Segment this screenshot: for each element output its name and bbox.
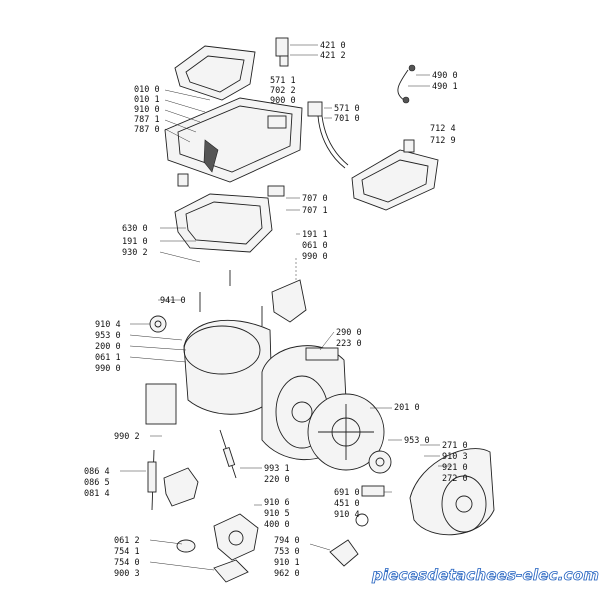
label-7124: 712 4 — [430, 124, 456, 134]
label-9104-lower: 910 4 — [334, 510, 360, 520]
label-7870: 787 0 — [134, 125, 160, 135]
label-2200: 220 0 — [264, 475, 290, 485]
label-6300: 630 0 — [122, 224, 148, 234]
filter-cap-part — [176, 539, 196, 553]
watermark-text: piecesdetachees-elec.com — [372, 566, 600, 585]
label-5711: 571 1 — [270, 76, 296, 86]
leader-lines — [120, 44, 452, 571]
label-9902: 990 2 — [114, 432, 140, 442]
label-9210: 921 0 — [442, 463, 468, 473]
heater-part — [361, 485, 385, 497]
label-0101: 010 1 — [134, 95, 160, 105]
front-panel-part — [145, 383, 177, 425]
label-4510: 451 0 — [334, 499, 360, 509]
label-7010: 701 0 — [334, 114, 360, 124]
label-2710: 271 0 — [442, 441, 468, 451]
label-9106: 910 6 — [264, 498, 290, 508]
lid-cover-part — [174, 45, 256, 101]
water-valve-part — [307, 101, 349, 169]
label-4901: 490 1 — [432, 82, 458, 92]
label-0610: 061 0 — [302, 241, 328, 251]
label-5710: 571 0 — [334, 104, 360, 114]
rear-bearing-plate-part — [307, 393, 385, 471]
shock-absorber-part — [147, 429, 237, 511]
drum-seal-part — [368, 450, 392, 474]
label-2000: 200 0 — [95, 342, 121, 352]
drain-valve-part — [329, 513, 369, 567]
label-2720: 272 0 — [442, 474, 468, 484]
hinge-part — [275, 37, 289, 67]
label-9931: 993 1 — [264, 464, 290, 474]
bracket-block-part — [305, 347, 339, 361]
label-4900: 490 0 — [432, 71, 458, 81]
label-4212: 421 2 — [320, 51, 346, 61]
label-7071: 707 1 — [302, 206, 328, 216]
label-7940: 794 0 — [274, 536, 300, 546]
label-4000: 400 0 — [264, 520, 290, 530]
label-0612: 061 2 — [114, 536, 140, 546]
door-seal-frame-part — [174, 193, 273, 253]
label-9410: 941 0 — [160, 296, 186, 306]
label-2900: 290 0 — [336, 328, 362, 338]
label-2010: 201 0 — [394, 403, 420, 413]
label-6910: 691 0 — [334, 488, 360, 498]
label-9620: 962 0 — [274, 569, 300, 579]
label-9530-right: 953 0 — [404, 436, 430, 446]
drain-pump-part — [213, 513, 259, 561]
label-9000: 900 0 — [270, 96, 296, 106]
label-0611: 061 1 — [95, 353, 121, 363]
side-panel-part — [409, 448, 495, 536]
label-1910: 191 0 — [122, 237, 148, 247]
label-0100: 010 0 — [134, 85, 160, 95]
label-0864: 086 4 — [84, 467, 110, 477]
pump-housing-part — [163, 467, 199, 507]
label-4210: 421 0 — [320, 41, 346, 51]
label-9530-left: 953 0 — [95, 331, 121, 341]
clip-part — [177, 173, 189, 187]
label-0865: 086 5 — [84, 478, 110, 488]
label-9003: 900 3 — [114, 569, 140, 579]
label-2230: 223 0 — [336, 339, 362, 349]
power-cable-part — [397, 64, 416, 104]
label-7022: 702 2 — [270, 86, 296, 96]
sensor-pins-part — [199, 270, 263, 326]
label-9900-left: 990 0 — [95, 364, 121, 374]
part-labels: 421 0 421 2 571 1 702 2 900 0 010 0 010 … — [84, 41, 468, 579]
label-9302: 930 2 — [122, 248, 148, 258]
control-module-part — [351, 139, 439, 211]
label-7129: 712 9 — [430, 136, 456, 146]
pulley-left-part — [149, 315, 167, 333]
label-1911: 191 1 — [302, 230, 328, 240]
tub-part — [183, 319, 273, 415]
label-9900-top: 990 0 — [302, 252, 328, 262]
bracket-panel-part — [271, 258, 307, 323]
label-7540: 754 0 — [114, 558, 140, 568]
label-7070: 707 0 — [302, 194, 328, 204]
console-top-part — [164, 97, 303, 183]
switch-part — [267, 185, 285, 197]
label-7871: 787 1 — [134, 115, 160, 125]
label-9103: 910 3 — [442, 452, 468, 462]
label-9104: 910 4 — [95, 320, 121, 330]
label-7530: 753 0 — [274, 547, 300, 557]
hose-clamp-part — [213, 559, 249, 583]
label-9105: 910 5 — [264, 509, 290, 519]
label-9100: 910 0 — [134, 105, 160, 115]
label-7541: 754 1 — [114, 547, 140, 557]
label-9101: 910 1 — [274, 558, 300, 568]
label-0814: 081 4 — [84, 489, 110, 499]
